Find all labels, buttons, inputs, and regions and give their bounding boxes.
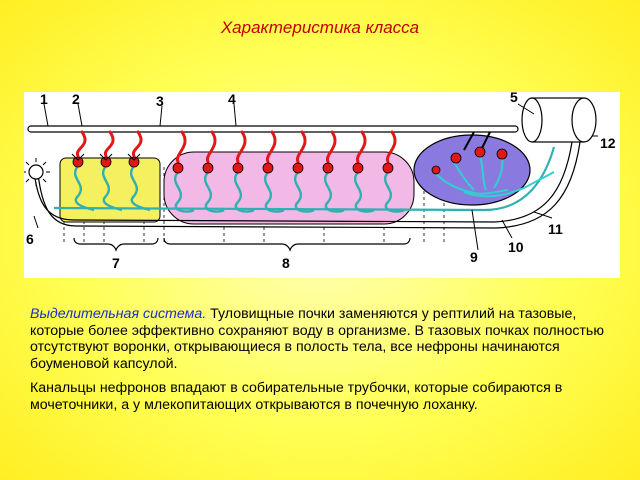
glomerulus bbox=[100, 156, 112, 168]
glomerulus bbox=[352, 162, 364, 174]
vessel bbox=[205, 130, 217, 164]
vessel bbox=[235, 130, 247, 164]
label-9: 9 bbox=[470, 249, 478, 265]
funnel-mark bbox=[71, 153, 85, 161]
kidney-nephrons bbox=[433, 155, 555, 198]
body-text: Выделительная система. Туловищные почки … bbox=[30, 306, 610, 421]
nephrostome-funnel bbox=[24, 158, 50, 186]
glomerulus bbox=[232, 162, 244, 174]
collecting-duct bbox=[53, 146, 556, 212]
glomerulus bbox=[172, 162, 184, 174]
vessel bbox=[355, 130, 367, 164]
label-11: 11 bbox=[548, 221, 563, 237]
funnel-mark bbox=[99, 153, 113, 161]
vessel bbox=[75, 130, 87, 158]
kidney-glomeruli bbox=[431, 146, 508, 175]
paragraph-1-text: Туловищные почки заменяются у рептилий н… bbox=[30, 306, 604, 372]
tubule bbox=[173, 171, 195, 213]
funnel-mark bbox=[127, 153, 141, 161]
glomerulus bbox=[202, 162, 214, 174]
red-vessels bbox=[75, 130, 397, 164]
diagram-svg: 1 2 3 4 5 6 7 8 9 10 11 12 bbox=[24, 92, 616, 271]
glomerulus bbox=[292, 162, 304, 174]
tubule bbox=[233, 171, 255, 213]
glomeruli bbox=[71, 153, 394, 174]
cylinder-tube bbox=[521, 97, 597, 143]
label-4: 4 bbox=[228, 92, 236, 107]
tubule bbox=[293, 171, 315, 213]
bracket-7 bbox=[73, 237, 159, 252]
tubule bbox=[263, 171, 285, 213]
bracket-8 bbox=[163, 237, 411, 252]
label-2: 2 bbox=[72, 92, 80, 107]
glomerulus bbox=[322, 162, 334, 174]
tubule bbox=[129, 165, 151, 212]
vessel bbox=[385, 130, 397, 164]
slide-title: Характеристика класса bbox=[220, 18, 420, 37]
glomerulus bbox=[72, 156, 84, 168]
vessel bbox=[265, 130, 277, 164]
glomerulus bbox=[382, 162, 394, 174]
glomerulus bbox=[262, 162, 274, 174]
section-highlight: Выделительная система. bbox=[30, 306, 207, 322]
kidney-stalk bbox=[463, 131, 475, 151]
paragraph-2: Канальцы нефронов впадают в собирательны… bbox=[30, 380, 563, 413]
tubule bbox=[323, 171, 345, 213]
label-6: 6 bbox=[26, 231, 34, 247]
label-10: 10 bbox=[508, 239, 524, 255]
label-1: 1 bbox=[40, 92, 48, 107]
vessel bbox=[103, 130, 115, 158]
paragraph-1: Выделительная система. Туловищные почки … bbox=[30, 306, 610, 372]
label-3: 3 bbox=[156, 93, 164, 109]
leader-lines bbox=[33, 103, 598, 251]
tubule bbox=[73, 165, 95, 212]
label-7: 7 bbox=[112, 255, 120, 271]
ventral-duct bbox=[33, 141, 573, 223]
nephron-diagram: 1 2 3 4 5 6 7 8 9 10 11 12 bbox=[24, 92, 620, 278]
tubule bbox=[353, 171, 375, 213]
label-5: 5 bbox=[510, 92, 518, 105]
vessel bbox=[131, 130, 143, 158]
tubule bbox=[383, 171, 405, 213]
vessel bbox=[325, 130, 337, 164]
tubule bbox=[203, 171, 225, 213]
vessel bbox=[175, 130, 187, 164]
label-12: 12 bbox=[600, 135, 616, 151]
tubule bbox=[101, 165, 123, 212]
vessel bbox=[295, 130, 307, 164]
label-8: 8 bbox=[282, 255, 290, 271]
glomerulus bbox=[128, 156, 140, 168]
posterior-region bbox=[163, 151, 415, 225]
nephron-tubules bbox=[73, 165, 405, 213]
